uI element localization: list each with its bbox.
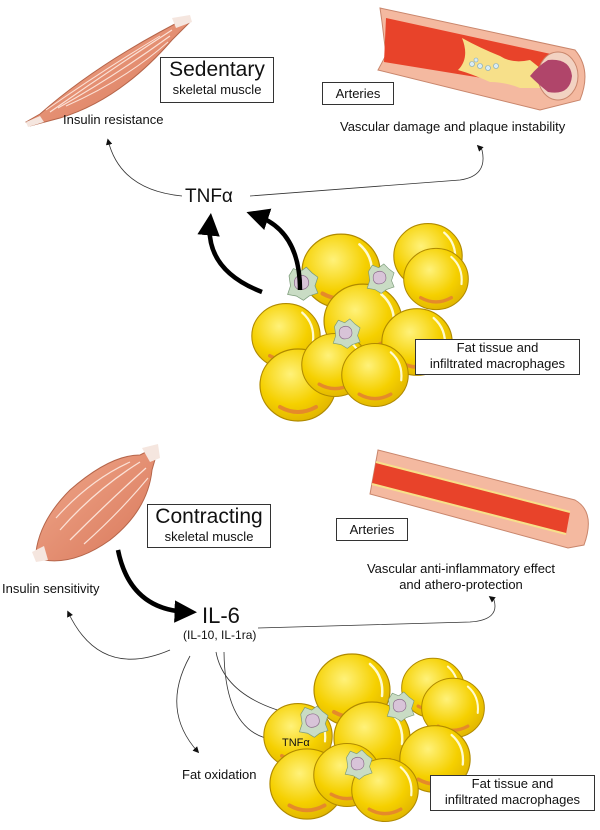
arteries-box-bottom: Arteries xyxy=(336,518,408,541)
contracting-title: Contracting xyxy=(155,505,263,528)
il6-label: IL-6 xyxy=(202,603,240,628)
insulin-resistance-label: Insulin resistance xyxy=(63,112,164,127)
fat-box-line1: Fat tissue and xyxy=(456,340,539,355)
tnfa-label-top: TNFα xyxy=(185,186,233,207)
arrow-to-arteries xyxy=(249,144,484,197)
sedentary-title: Sedentary xyxy=(169,58,265,81)
thick-arrow-macrophage-to-tnfa xyxy=(246,208,303,291)
healthy-artery-illustration xyxy=(369,449,589,549)
fat-box-line2: infiltrated macrophages xyxy=(429,356,566,371)
thick-arrow-muscle-to-il6 xyxy=(115,549,197,623)
arrow-to-insulin-sensitivity xyxy=(67,610,171,660)
insulin-sensitivity-label: Insulin sensitivity xyxy=(2,581,100,596)
sedentary-muscle-box: Sedentary skeletal muscle xyxy=(160,57,274,103)
vascular-protection-label: Vascular anti-inflammatory effect and at… xyxy=(353,561,569,593)
vascular-damage-label: Vascular damage and plaque instability xyxy=(340,119,566,134)
fat-box-line2: infiltrated macrophages xyxy=(444,792,581,807)
vascular-protection-line1: Vascular anti-inflammatory effect xyxy=(366,561,556,576)
vascular-protection-line2: and athero-protection xyxy=(399,577,523,592)
arrow-to-arteries-bottom xyxy=(257,596,496,629)
diseased-artery-illustration xyxy=(377,7,586,111)
sedentary-subtitle: skeletal muscle xyxy=(172,82,262,97)
sedentary-muscle-illustration xyxy=(25,15,192,127)
fat-tissue-box-bottom: Fat tissue and infiltrated macrophages xyxy=(430,775,595,811)
fat-tissue-illustration-top xyxy=(250,221,470,423)
contracting-muscle-illustration xyxy=(32,444,160,562)
arteries-box-top: Arteries xyxy=(322,82,394,105)
arrow-to-insulin-resistance xyxy=(106,138,183,197)
arrow-to-fat-oxidation xyxy=(176,655,200,754)
contracting-subtitle: skeletal muscle xyxy=(164,529,254,544)
thick-arrow-fat-to-tnfa xyxy=(197,213,263,295)
il6-sub-label: (IL-10, IL-1ra) xyxy=(183,628,257,642)
tnfa-label-bottom: TNFα xyxy=(282,737,310,749)
fat-tissue-box-top: Fat tissue and infiltrated macrophages xyxy=(415,339,580,375)
fat-oxidation-label: Fat oxidation xyxy=(182,767,257,782)
contracting-muscle-box: Contracting skeletal muscle xyxy=(147,504,271,548)
fat-box-line1: Fat tissue and xyxy=(471,776,554,791)
